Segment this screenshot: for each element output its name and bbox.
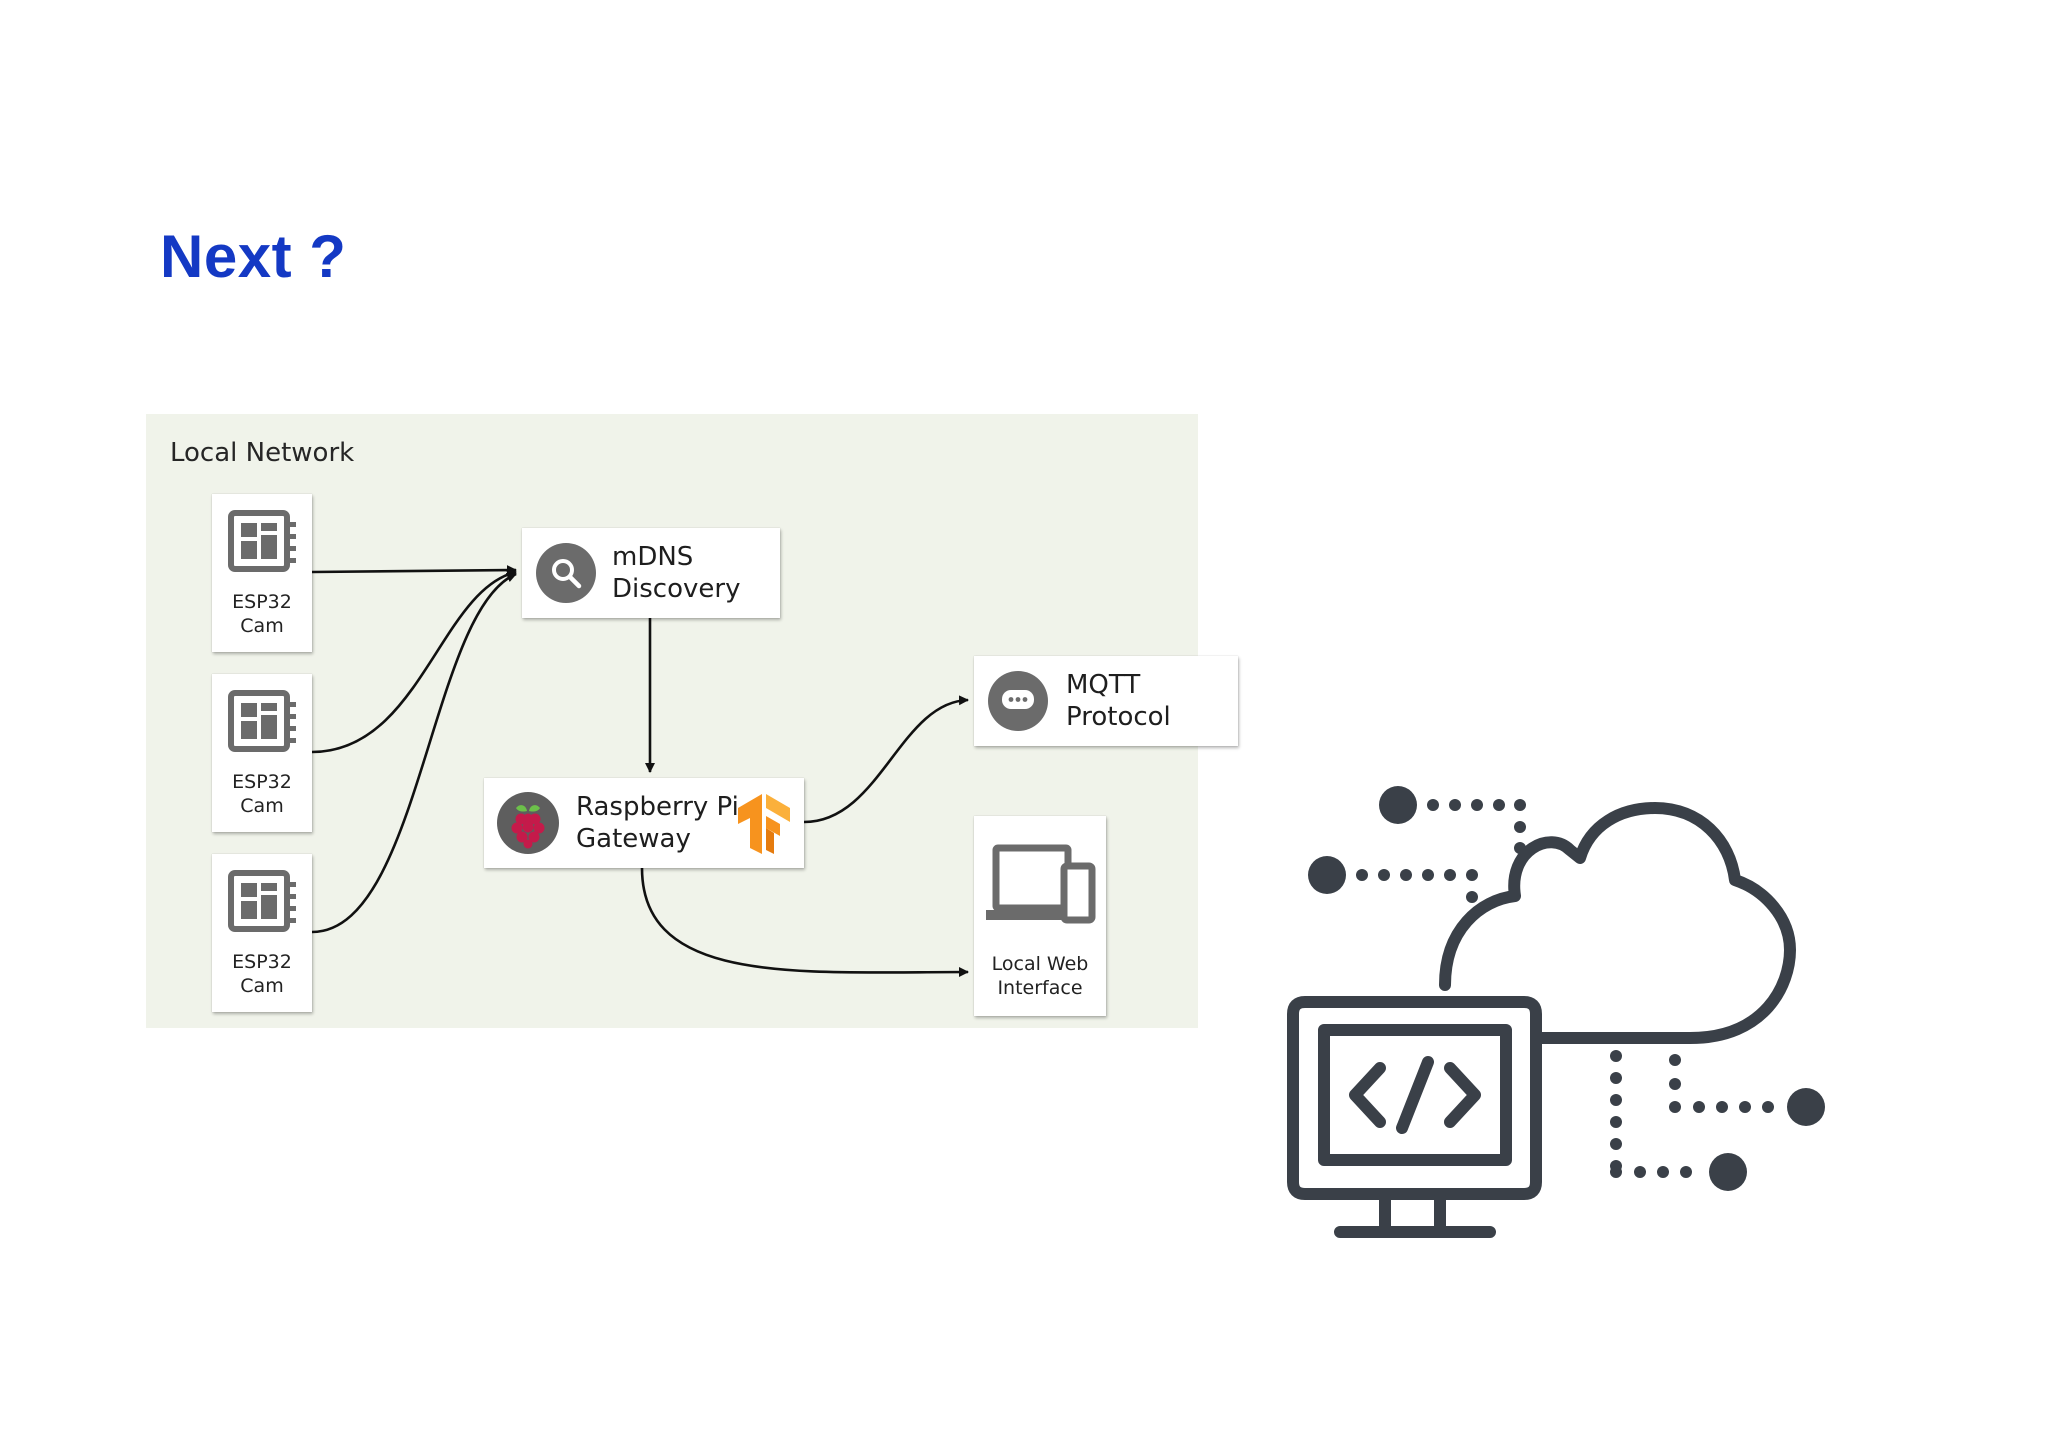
node-label: ESP32 bbox=[232, 591, 292, 613]
circuit-board-icon bbox=[228, 690, 296, 752]
esp32-cam-node: ESP32 Cam bbox=[212, 674, 312, 832]
node-label: Interface bbox=[997, 977, 1083, 999]
node-label: Cam bbox=[240, 975, 284, 997]
slide-title: Next ? bbox=[160, 223, 347, 290]
node-label: Cam bbox=[240, 615, 284, 637]
circuit-board-icon bbox=[228, 870, 296, 932]
node-label: MQTT bbox=[1066, 670, 1141, 700]
local-web-interface-node: Local Web Interface bbox=[974, 816, 1106, 1016]
mdns-discovery-node: mDNS Discovery bbox=[522, 528, 780, 618]
mqtt-protocol-node: MQTT Protocol bbox=[974, 656, 1238, 746]
tensorflow-logo bbox=[738, 794, 790, 854]
cloud-computing-code-icon bbox=[1287, 786, 1825, 1238]
node-label: Local Web bbox=[991, 953, 1089, 975]
node-label: ESP32 bbox=[232, 951, 292, 973]
node-label: Cam bbox=[240, 795, 284, 817]
node-label: Protocol bbox=[1066, 702, 1171, 732]
chat-bubble-icon bbox=[988, 671, 1048, 731]
panel-label: Local Network bbox=[170, 438, 355, 468]
node-label: Discovery bbox=[612, 574, 741, 604]
node-label: mDNS bbox=[612, 542, 694, 572]
node-label: Raspberry Pi bbox=[576, 792, 739, 822]
devices-icon bbox=[986, 844, 1096, 924]
raspberry-pi-gateway-node: Raspberry Pi Gateway bbox=[484, 778, 804, 868]
node-label: Gateway bbox=[576, 824, 691, 854]
search-icon bbox=[536, 543, 596, 603]
raspberry-pi-logo bbox=[497, 792, 559, 854]
esp32-cam-node: ESP32 Cam bbox=[212, 854, 312, 1012]
circuit-board-icon bbox=[228, 510, 296, 572]
node-label: ESP32 bbox=[232, 771, 292, 793]
esp32-cam-node: ESP32 Cam bbox=[212, 494, 312, 652]
